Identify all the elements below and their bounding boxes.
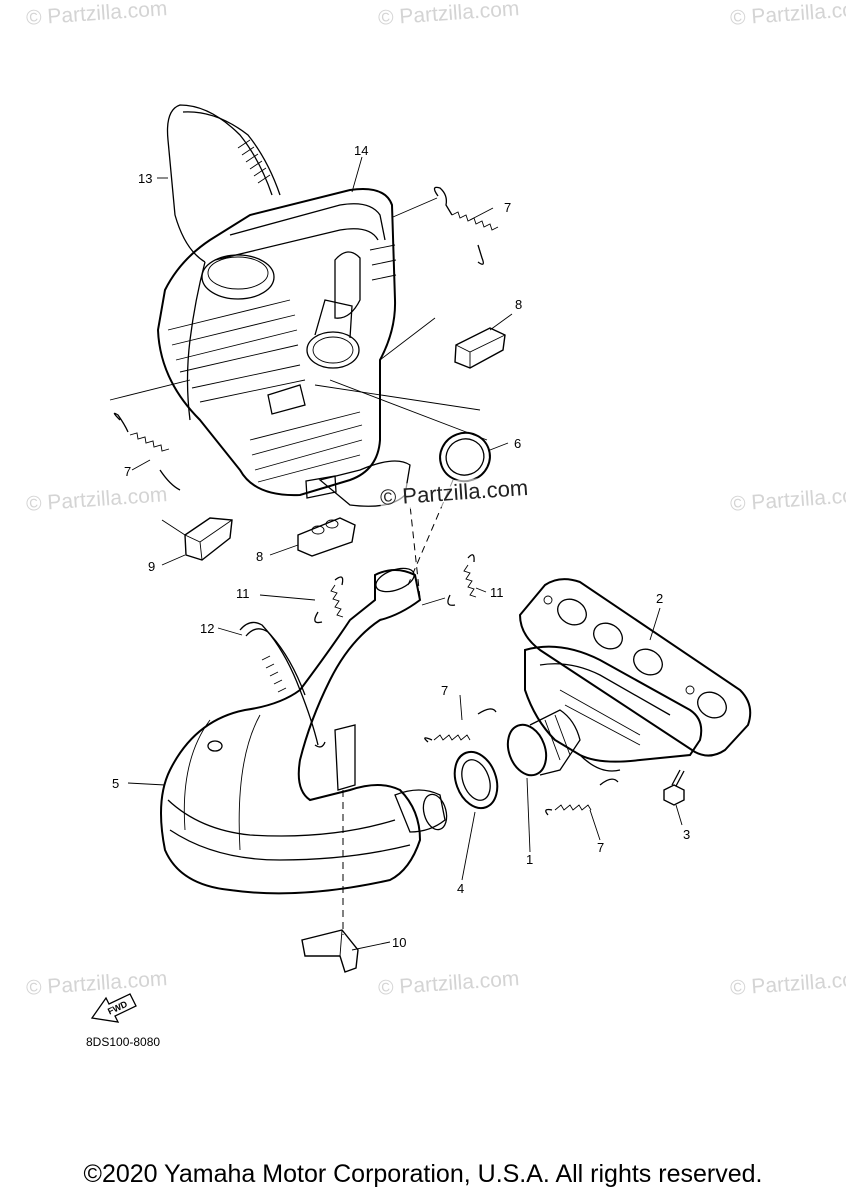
spring-part-7-upper-manifold[interactable] (424, 708, 497, 743)
callout-7: 7 (597, 840, 605, 855)
callout-11: 11 (490, 585, 504, 600)
bolt-part-3[interactable] (663, 769, 685, 806)
spring-part-7-top[interactable] (433, 186, 499, 265)
spring-part-11-right[interactable] (447, 554, 477, 606)
callout-8: 8 (515, 297, 523, 312)
fwd-label: FWD (106, 999, 129, 1017)
muffler-part-14[interactable] (156, 188, 411, 507)
exhaust-chamber-part-5[interactable] (160, 564, 450, 895)
callout-10: 10 (392, 935, 407, 950)
callout-4: 4 (457, 881, 465, 896)
callout-11: 11 (236, 586, 250, 601)
damper-part-8-top[interactable] (454, 327, 506, 369)
spring-part-7-left[interactable] (113, 412, 181, 491)
gasket-part-2[interactable] (518, 578, 752, 757)
fwd-arrow-icon: FWD (90, 993, 137, 1023)
copyright-notice: ©2020 Yamaha Motor Corporation, U.S.A. A… (83, 1160, 763, 1188)
callout-2: 2 (656, 591, 664, 606)
callout-7: 7 (504, 200, 512, 215)
band-part-13[interactable] (166, 104, 281, 421)
callout-6: 6 (514, 436, 522, 451)
spring-part-11-left[interactable] (314, 576, 344, 624)
gasket-part-4[interactable] (447, 746, 504, 814)
callout-5: 5 (112, 776, 120, 791)
band-part-12[interactable] (239, 621, 326, 748)
exhaust-manifold[interactable] (524, 645, 703, 772)
diagram-code: 8DS100-8080 (86, 1035, 161, 1049)
callout-1: 1 (526, 852, 534, 867)
callout-9: 9 (148, 559, 156, 574)
callout-3: 3 (683, 827, 691, 842)
spring-part-7-lower-manifold[interactable] (545, 778, 619, 816)
callout-14: 14 (354, 143, 369, 158)
damper-part-9[interactable] (184, 517, 233, 561)
callout-7: 7 (124, 464, 132, 479)
leader-lines (109, 156, 683, 951)
callout-12: 12 (200, 621, 215, 636)
damper-part-8-lower[interactable] (297, 517, 356, 557)
callout-13: 13 (138, 171, 153, 186)
callout-8: 8 (256, 549, 264, 564)
damper-part-10[interactable] (301, 929, 359, 973)
callout-7: 7 (441, 683, 449, 698)
